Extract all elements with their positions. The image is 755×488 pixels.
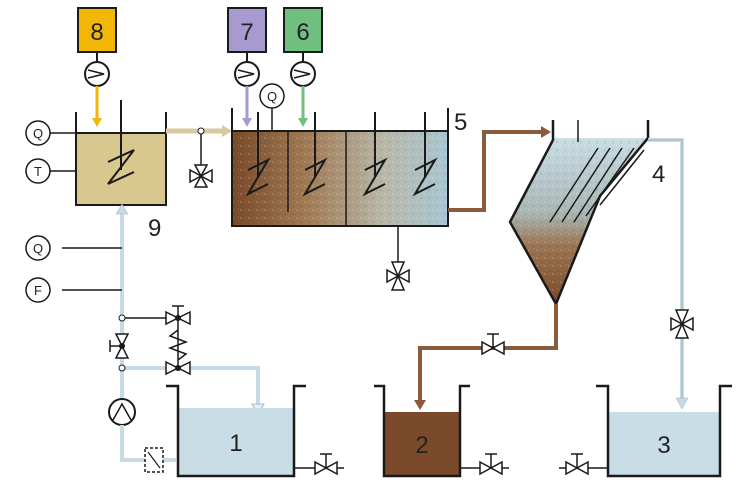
reagent-box-8: 8 bbox=[77, 7, 117, 53]
sensor-pipe-flow: Q bbox=[25, 235, 51, 261]
dosing-pump-6 bbox=[290, 52, 316, 127]
valve-bypass-top bbox=[165, 305, 191, 326]
svg-text:Q: Q bbox=[33, 126, 43, 141]
tank-1: 1 bbox=[166, 384, 344, 478]
tank2-number: 2 bbox=[415, 432, 428, 459]
valve-effluent bbox=[670, 309, 694, 339]
pipe-reactor-to-settler bbox=[448, 126, 551, 212]
pipe-settler-to-tank2 bbox=[414, 304, 558, 410]
feed-pump bbox=[108, 398, 176, 473]
feed-line bbox=[62, 203, 129, 400]
tank-3: 3 bbox=[559, 384, 732, 478]
svg-text:F: F bbox=[34, 283, 42, 298]
tank-2: 2 bbox=[374, 384, 509, 478]
reactor-tank bbox=[231, 108, 449, 227]
bypass-line bbox=[109, 305, 265, 415]
valve-tank1 bbox=[314, 453, 344, 476]
sensor-mixer-temp: T bbox=[25, 158, 76, 184]
reagent-box-6: 6 bbox=[283, 7, 323, 53]
valve-drain-reactor bbox=[386, 226, 410, 291]
pipe-settler-to-tank3 bbox=[648, 138, 694, 410]
mixer-tank bbox=[75, 100, 167, 206]
dosing-pump-7 bbox=[234, 52, 260, 127]
sensor-pipe-f: F bbox=[25, 277, 51, 303]
reactor-number: 5 bbox=[454, 109, 467, 136]
sensor-reactor-flow: Q bbox=[259, 83, 285, 131]
valve-drain-mixer bbox=[189, 164, 213, 188]
settler-number: 4 bbox=[652, 161, 665, 188]
relief-valve-spring bbox=[165, 329, 191, 376]
sensor-mixer-flow: Q bbox=[25, 120, 76, 146]
mixer-number: 9 bbox=[148, 215, 161, 242]
svg-text:Q: Q bbox=[33, 241, 43, 256]
reagent-label-6: 6 bbox=[296, 19, 309, 46]
tank1-number: 1 bbox=[229, 430, 242, 457]
valve-tank3 bbox=[559, 453, 589, 476]
svg-text:T: T bbox=[34, 164, 42, 179]
reagent-box-7: 7 bbox=[227, 7, 267, 53]
svg-text:Q: Q bbox=[267, 89, 277, 104]
dosing-pump-8 bbox=[84, 52, 110, 127]
strainer bbox=[144, 447, 164, 473]
reagent-label-8: 8 bbox=[90, 19, 103, 46]
settler-tank bbox=[508, 120, 650, 307]
valve-sludge bbox=[481, 333, 505, 356]
valve-feed-main bbox=[109, 333, 130, 359]
valve-tank2 bbox=[479, 453, 509, 476]
reagent-label-7: 7 bbox=[240, 19, 253, 46]
tank3-number: 3 bbox=[657, 432, 670, 459]
pipe-mixer-to-reactor bbox=[166, 125, 232, 188]
